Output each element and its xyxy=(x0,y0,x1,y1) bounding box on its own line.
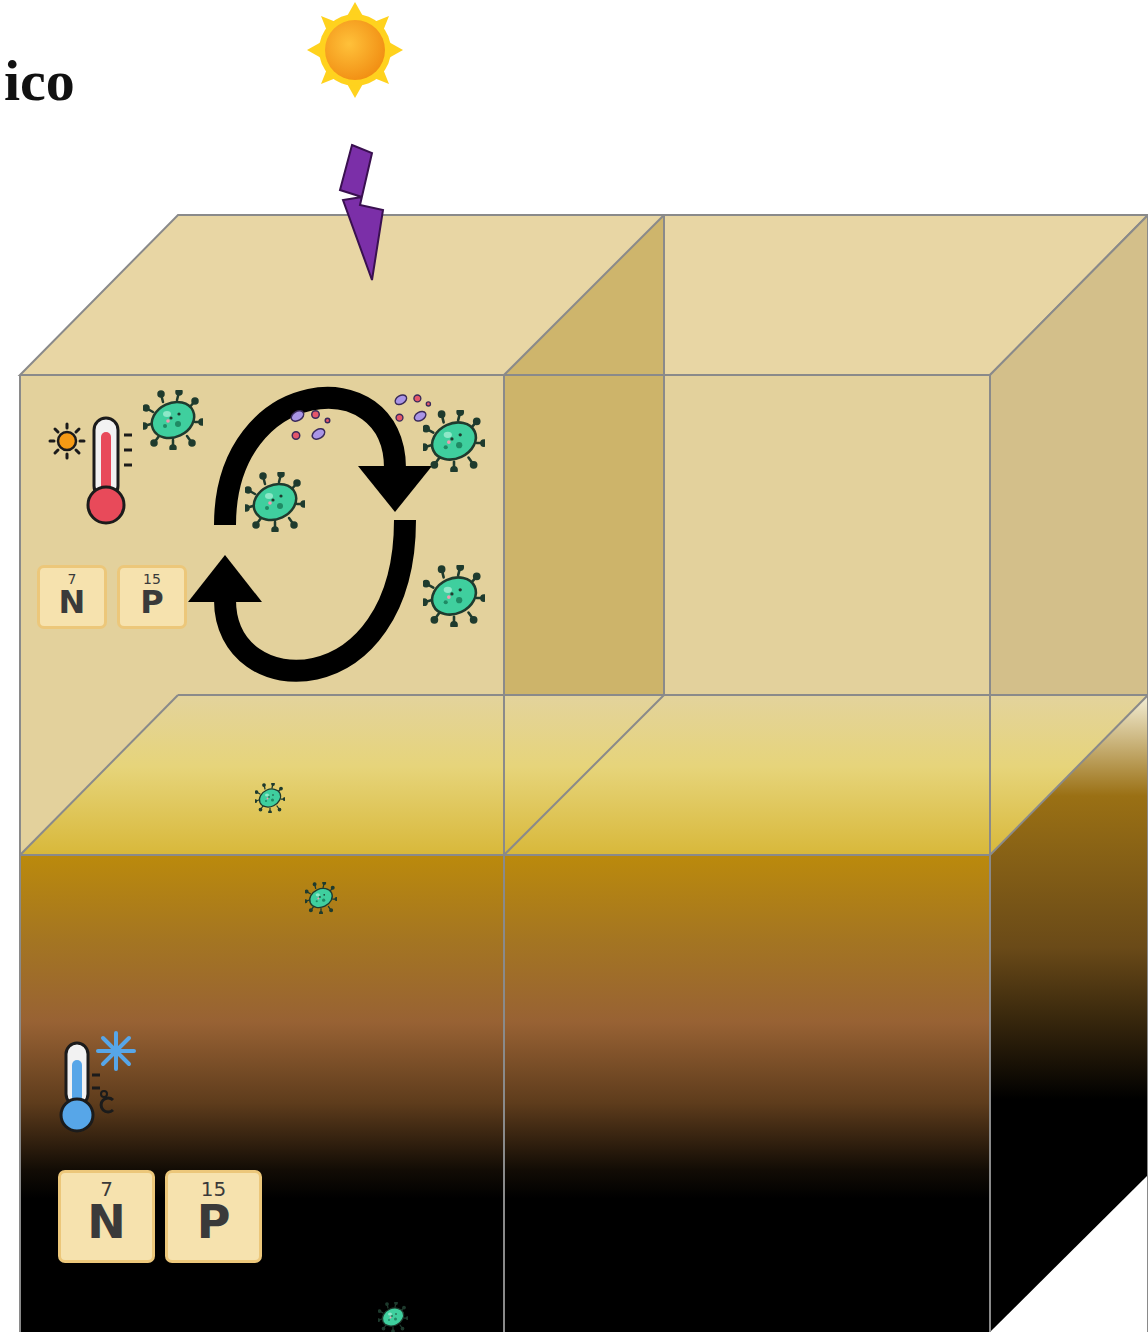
element-symbol: P xyxy=(120,586,184,618)
diagram-title: ico xyxy=(4,52,75,110)
atomic-number: 7 xyxy=(40,572,104,586)
element-symbol: N xyxy=(40,586,104,618)
atomic-number: 7 xyxy=(61,1179,152,1199)
element-tile: 15P xyxy=(165,1170,262,1263)
element-symbol: N xyxy=(61,1199,152,1245)
sun-icon xyxy=(307,2,403,98)
cube-edges xyxy=(20,215,1148,1332)
microbes xyxy=(142,390,487,1332)
element-tile: 7N xyxy=(37,565,107,629)
thermometer-warm xyxy=(50,418,132,523)
element-symbol: P xyxy=(168,1199,259,1245)
cycle-arrows xyxy=(188,398,432,671)
side-deep xyxy=(990,695,1148,1332)
atomic-number: 15 xyxy=(168,1179,259,1199)
atomic-number: 15 xyxy=(120,572,184,586)
radiation-bolt xyxy=(340,145,383,280)
element-tile: 7N xyxy=(58,1170,155,1263)
thermometer-cold xyxy=(61,1033,134,1131)
thermocline-plane xyxy=(20,695,1148,855)
element-tile: 15P xyxy=(117,565,187,629)
